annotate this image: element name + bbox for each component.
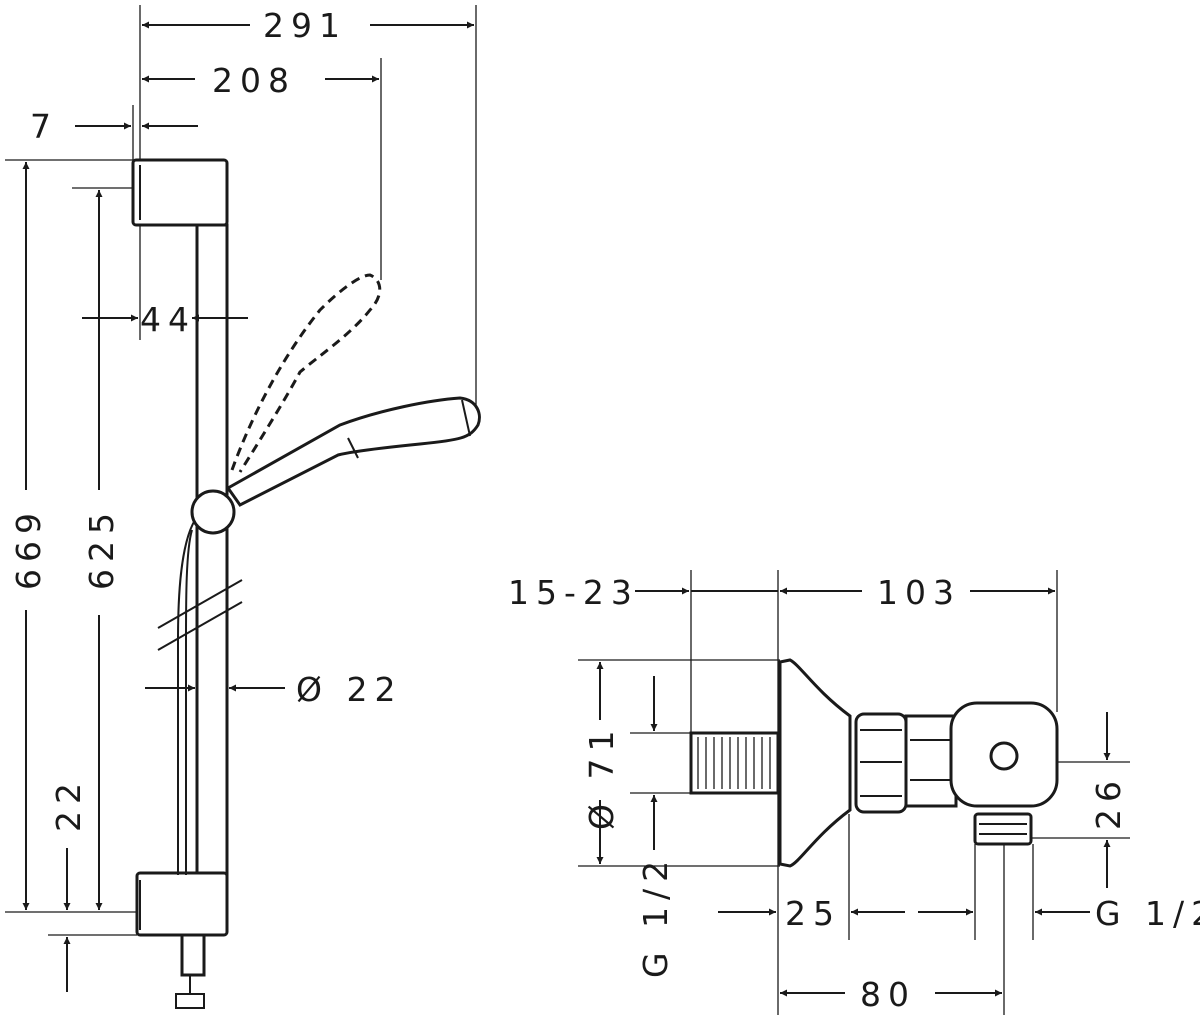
hose-end bbox=[180, 933, 206, 977]
label-7: 7 bbox=[30, 107, 58, 146]
hand-shower-tilted bbox=[230, 273, 382, 473]
label-diameter-71: Ø 71 bbox=[582, 724, 621, 830]
rail-bar bbox=[195, 223, 229, 887]
label-15-23: 15-23 bbox=[508, 573, 639, 612]
dimension-625: 625 bbox=[72, 187, 133, 910]
dimension-26: 26 bbox=[1089, 712, 1128, 888]
wall-outlet-elbow bbox=[689, 658, 1059, 868]
label-thread-right: G 1/2 bbox=[1095, 894, 1200, 933]
label-22-bracket: 22 bbox=[49, 776, 88, 832]
label-291: 291 bbox=[263, 6, 347, 45]
dimension-diameter-71: Ø 71 bbox=[582, 662, 621, 864]
label-669: 669 bbox=[9, 506, 48, 590]
label-26: 26 bbox=[1089, 774, 1128, 830]
label-25: 25 bbox=[785, 894, 841, 933]
outlet-opening bbox=[989, 741, 1019, 771]
threaded-nipple bbox=[689, 731, 780, 795]
dimension-44: 44 bbox=[82, 225, 248, 340]
label-44: 44 bbox=[140, 300, 196, 339]
elbow-neck bbox=[904, 714, 958, 808]
dimension-291: 291 bbox=[139, 5, 477, 405]
bottom-wall-bracket bbox=[135, 871, 229, 937]
label-thread-left: G 1/2 bbox=[636, 854, 675, 978]
label-208: 208 bbox=[212, 61, 296, 100]
dimension-80: 80 bbox=[780, 975, 1002, 1014]
rail-break-mark bbox=[157, 579, 243, 651]
dimension-208: 208 bbox=[142, 58, 382, 280]
slider-knob bbox=[190, 489, 236, 535]
dimension-diameter-22: Ø 22 bbox=[145, 670, 402, 709]
label-diameter-22: Ø 22 bbox=[296, 670, 402, 709]
label-80: 80 bbox=[860, 975, 916, 1014]
label-625: 625 bbox=[82, 506, 121, 590]
shower-rail-set bbox=[131, 158, 481, 1009]
bottom-outlet bbox=[973, 812, 1033, 846]
wall-rosette bbox=[778, 658, 852, 868]
shower-hose bbox=[177, 519, 196, 875]
label-103: 103 bbox=[877, 573, 961, 612]
dimension-15-23: 15-23 bbox=[508, 573, 778, 612]
dimension-thread-left: G 1/2 bbox=[636, 676, 675, 978]
dimension-thread-right: G 1/2 bbox=[918, 894, 1200, 933]
thread-lines bbox=[697, 737, 771, 789]
dimension-669: 669 bbox=[5, 159, 137, 913]
dimension-103: 103 bbox=[780, 573, 1055, 612]
dimension-25: 25 bbox=[718, 894, 905, 933]
dimension-22-bracket: 22 bbox=[48, 776, 137, 992]
dimension-7: 7 bbox=[30, 105, 198, 160]
top-wall-bracket bbox=[131, 158, 229, 227]
